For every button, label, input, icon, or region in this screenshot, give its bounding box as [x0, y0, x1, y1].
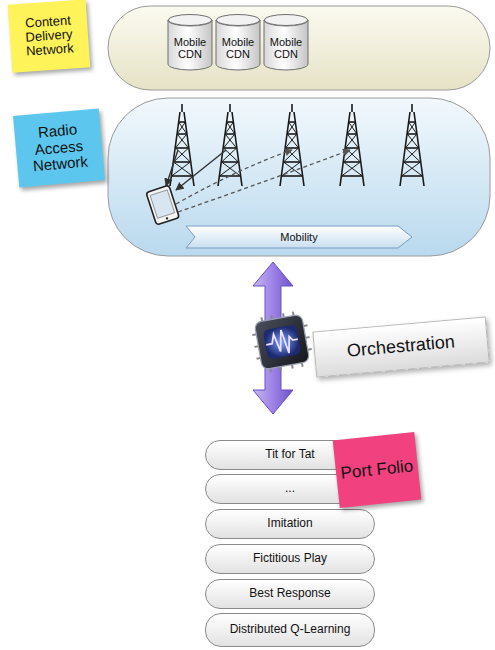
- strategy-pill: Fictitious Play: [205, 544, 375, 574]
- cylinder-top: [217, 15, 260, 26]
- node-label: Mobile CDN: [216, 36, 260, 60]
- cylinder-body: [264, 20, 308, 70]
- node-label: Content Delivery Network: [12, 12, 87, 60]
- node-label: Mobility: [280, 231, 317, 243]
- node-label: Orchestration: [346, 332, 455, 361]
- cdn-cylinder: Mobile CDN: [264, 14, 308, 70]
- node-label: Tit for Tat: [265, 448, 314, 461]
- arrow-body: [186, 226, 412, 248]
- node-label: Distributed Q-Learning: [230, 623, 351, 636]
- cdn-band: [108, 6, 490, 90]
- node-label: Radio Access Network: [17, 120, 101, 176]
- sticky-note: Port Folio: [333, 432, 422, 508]
- node-label: ...: [285, 482, 295, 495]
- cylinder-top: [169, 15, 212, 26]
- mobility-arrow: Mobility: [186, 226, 412, 248]
- strategy-pill: Distributed Q-Learning: [205, 613, 375, 647]
- node-label: Mobile CDN: [264, 36, 308, 60]
- node-label: Fictitious Play: [253, 552, 327, 565]
- orchestration-chip: [250, 310, 315, 375]
- strategy-pill: Imitation: [205, 509, 375, 539]
- orchestration-box: Orchestration: [312, 317, 489, 378]
- cdn-cylinder: Mobile CDN: [168, 14, 212, 70]
- cylinder-body: [168, 20, 212, 70]
- node-label: Best Response: [249, 587, 330, 600]
- ran-band: [108, 98, 490, 256]
- tablet-device: [146, 185, 179, 225]
- cdn-cylinder: Mobile CDN: [216, 14, 260, 70]
- cylinder-body: [216, 20, 260, 70]
- sticky-note: Radio Access Network: [13, 108, 105, 187]
- node-label: Mobile CDN: [168, 36, 212, 60]
- sticky-note: Content Delivery Network: [8, 0, 91, 73]
- node-label: Imitation: [267, 517, 312, 530]
- radio-towers: [170, 104, 424, 186]
- radio-links: [166, 150, 350, 212]
- node-label: Port Folio: [340, 457, 414, 483]
- cylinder-top: [265, 15, 308, 26]
- strategy-pill: Best Response: [205, 579, 375, 609]
